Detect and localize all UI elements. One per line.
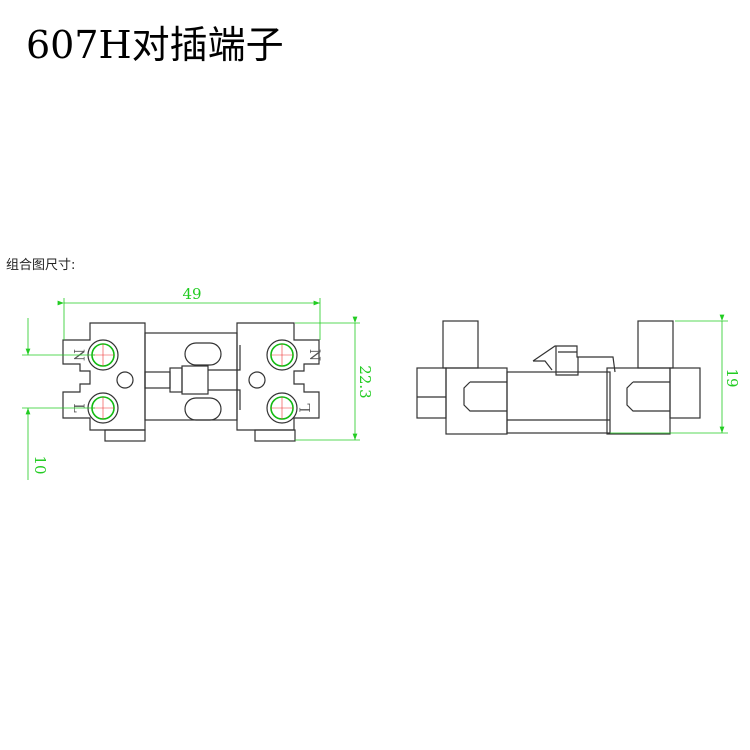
terminal-label-n-right: N <box>306 349 322 361</box>
dimension-section-label: 组合图尺寸: <box>6 258 76 273</box>
middle-body-side <box>506 371 611 434</box>
dim-height-label: 22.3 <box>356 365 374 398</box>
left-latch <box>104 429 146 442</box>
end-left <box>416 367 447 419</box>
right-connector-block <box>236 322 320 431</box>
hole-left <box>116 371 134 389</box>
hole-right <box>248 371 266 389</box>
screw-terminal <box>87 339 298 424</box>
end-right <box>669 367 701 419</box>
post-left <box>442 320 479 369</box>
terminal-label-l-right: L <box>298 403 314 412</box>
middle-body <box>144 332 238 421</box>
dim-side-height-label: 19 <box>723 368 741 387</box>
block-left <box>445 367 508 435</box>
side-view: 19 <box>416 314 741 435</box>
slot-bottom <box>184 397 222 421</box>
block-right <box>606 367 671 435</box>
slot-top <box>184 342 222 366</box>
dim-pitch-label: 10 <box>31 455 49 474</box>
right-latch <box>254 429 296 442</box>
dim-width-label: 49 <box>182 285 201 303</box>
page-title: 607H对插端子 <box>26 23 284 67</box>
top-view: N L N L 49 22.3 10 <box>22 285 374 480</box>
post-right <box>637 320 674 369</box>
